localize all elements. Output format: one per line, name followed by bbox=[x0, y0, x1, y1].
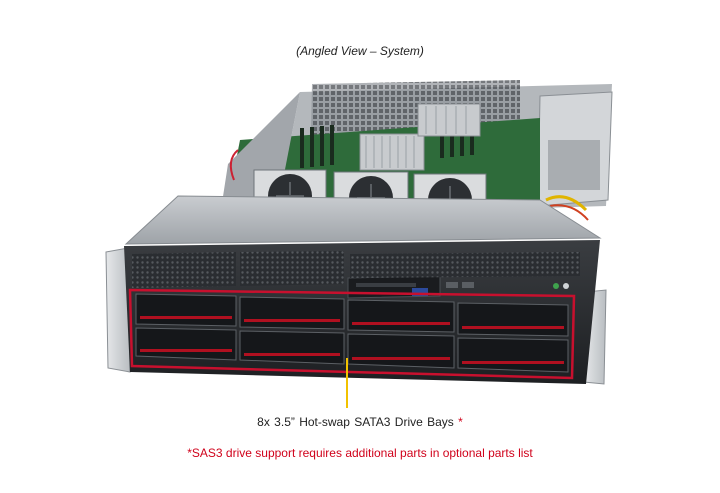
drive-bay-icon bbox=[347, 299, 455, 333]
asterisk-mark: * bbox=[458, 415, 463, 429]
drive-bay-grid bbox=[128, 288, 576, 380]
vga-port-icon bbox=[412, 288, 428, 296]
usb-port-icon bbox=[462, 282, 474, 288]
drive-bay-icon bbox=[457, 302, 569, 337]
drive-bay-icon bbox=[135, 327, 237, 361]
usb-port-icon bbox=[446, 282, 458, 288]
view-caption: (Angled View – System) bbox=[296, 44, 424, 58]
drive-bay-icon bbox=[457, 337, 569, 373]
chassis-top-cover bbox=[124, 195, 602, 245]
drive-bays-text: 8x 3.5” Hot-swap SATA3 Drive Bays bbox=[257, 415, 454, 429]
drive-bay-icon bbox=[239, 330, 345, 365]
drive-bays-label: 8x 3.5” Hot-swap SATA3 Drive Bays * bbox=[0, 415, 720, 429]
callout-line bbox=[346, 358, 348, 408]
drive-bay-icon bbox=[347, 333, 455, 369]
sas3-footnote: *SAS3 drive support requires additional … bbox=[187, 446, 533, 460]
drive-bay-icon bbox=[239, 296, 345, 330]
drive-bay-icon bbox=[135, 293, 237, 327]
